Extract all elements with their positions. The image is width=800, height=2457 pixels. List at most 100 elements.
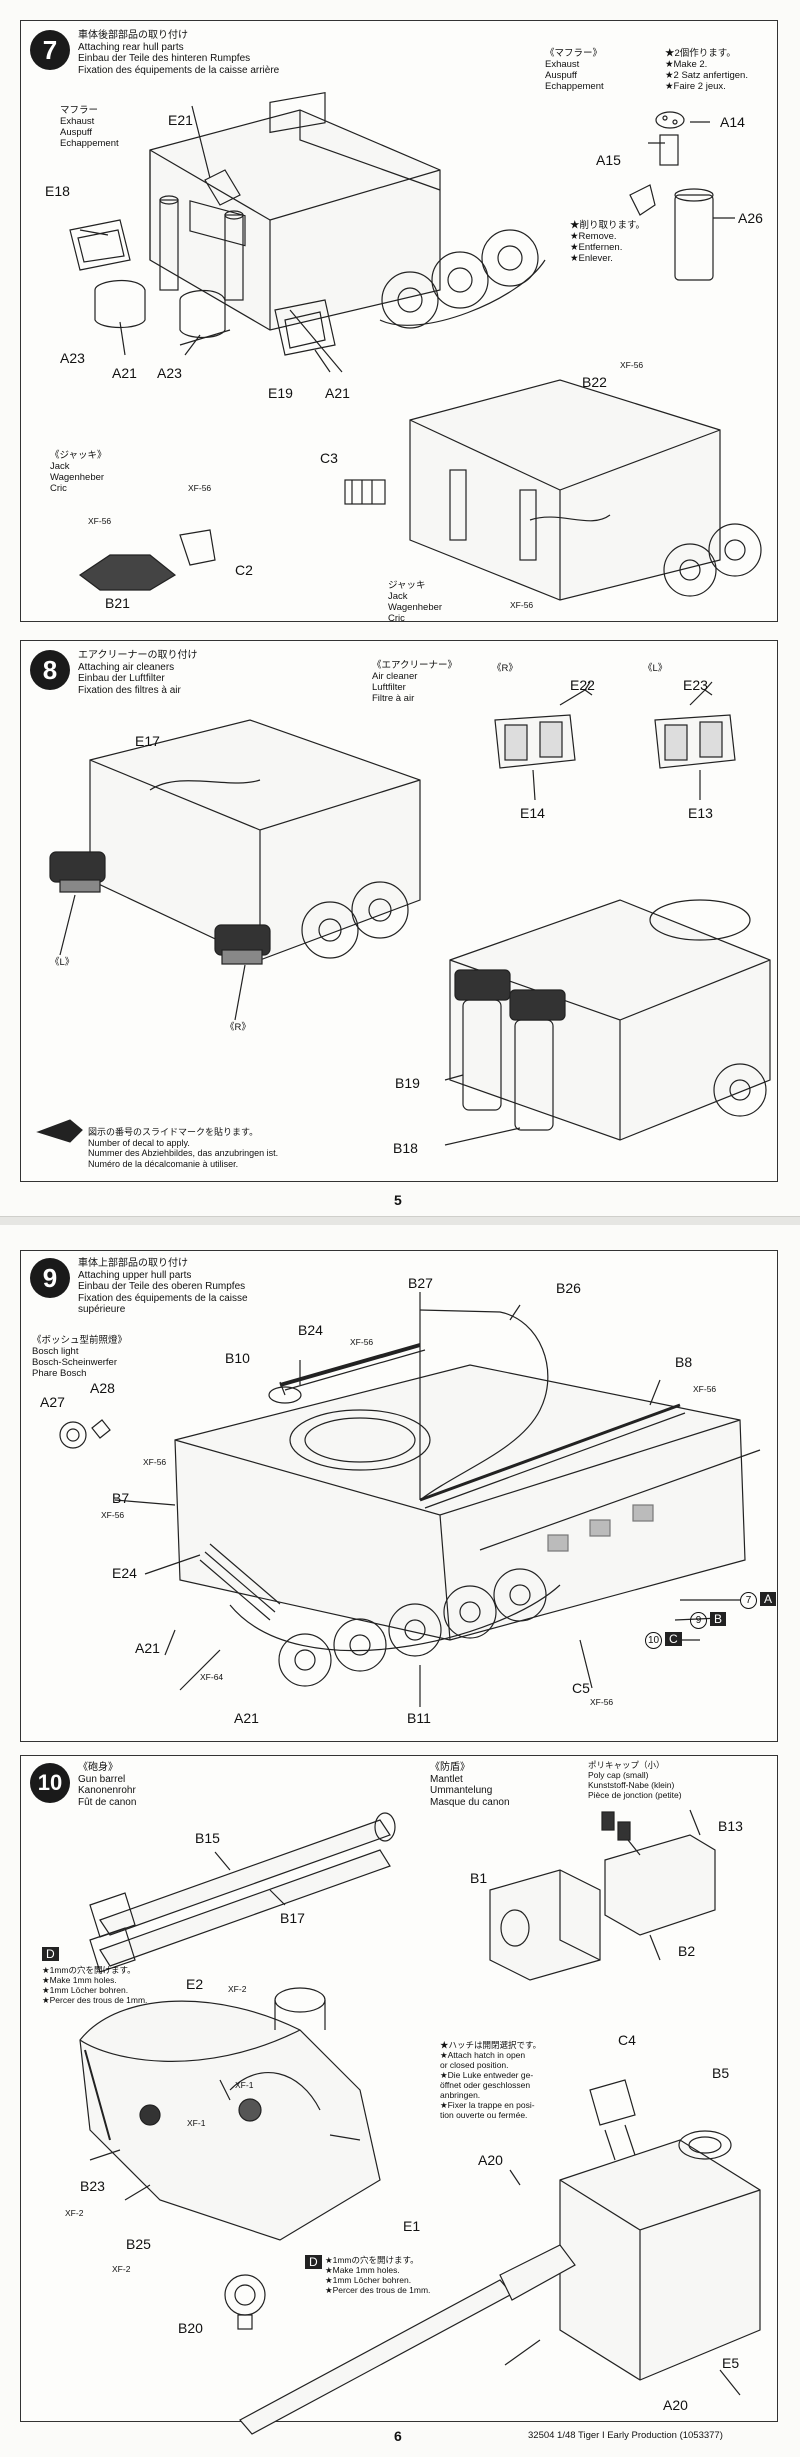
bosch-fr: Phare Bosch [32, 1368, 87, 1379]
paint-xf2-b23: XF-2 [65, 2208, 84, 2218]
paint-xf56-b8: XF-56 [693, 1384, 717, 1394]
muffler-jp: マフラー [60, 105, 99, 116]
part-b10: B10 [225, 1350, 250, 1366]
part-a21-right: A21 [325, 385, 350, 401]
part-b24: B24 [298, 1322, 323, 1338]
jack-jp: ジャッキ [388, 580, 426, 591]
hatch-fr-1: ★Fixer la trappe en posi- [440, 2100, 535, 2110]
barrel-de: Kanonenrohr [78, 1785, 136, 1796]
muffler-box-de: Auspuff [545, 70, 578, 81]
title-de: Einbau der Teile des hinteren Rumpfes [78, 53, 251, 64]
paint-xf1-center: XF-1 [235, 2080, 254, 2090]
paint-xf56-c2: XF-56 [188, 483, 212, 493]
remove-de: ★Entfernen. [570, 242, 623, 253]
part-a20-top: A20 [478, 2152, 503, 2168]
muffler-fr: Echappement [60, 138, 119, 149]
hatch-en-1: ★Attach hatch in open [440, 2050, 526, 2060]
part-a20-bottom: A20 [663, 2397, 688, 2413]
part-b23: B23 [80, 2178, 105, 2194]
decal-number-7: 7 [740, 1592, 757, 1609]
part-b20: B20 [178, 2320, 203, 2336]
barrel-jp: 《砲身》 [78, 1762, 118, 1773]
part-b5: B5 [712, 2065, 730, 2081]
muffler-en: Exhaust [60, 116, 95, 127]
remove-note: ★削り取ります。 ★Remove. ★Entfernen. ★Enlever. [570, 220, 645, 264]
step-7-hull-rear-drawing [69, 91, 762, 601]
bosch-de: Bosch-Scheinwerfer [32, 1357, 118, 1368]
paint-xf56-b22: XF-56 [620, 360, 644, 370]
decal-fr: Numéro de la décalcomanie à utiliser. [88, 1158, 239, 1169]
paint-xf2-b25: XF-2 [112, 2264, 131, 2274]
part-e18: E18 [45, 183, 70, 199]
polycap-de: Kunststoff-Nabe (klein) [588, 1780, 675, 1790]
part-b19: B19 [395, 1075, 420, 1091]
bosch-en: Bosch light [32, 1346, 79, 1357]
paint-xf56-hull: XF-56 [510, 600, 534, 610]
holes-en-2: ★Make 1mm holes. [325, 2265, 400, 2275]
decal-legend: 図示の番号のスライドマークを貼ります。 Number of decal to a… [88, 1127, 278, 1169]
title-fr-2: supérieure [78, 1304, 126, 1315]
muffler-box-jp: 《マフラー》 [545, 48, 603, 59]
part-e2: E2 [186, 1976, 204, 1992]
jack-fr: Cric [388, 613, 405, 624]
jack-title-en: Jack [50, 461, 70, 472]
paint-xf56-b7a: XF-56 [143, 1457, 167, 1467]
step-8-title: エアクリーナーの取り付け Attaching air cleaners Einb… [78, 650, 198, 696]
part-b22: B22 [582, 374, 607, 390]
make2-de: ★2 Satz anfertigen. [665, 70, 748, 81]
part-b1: B1 [470, 1870, 488, 1886]
holes-note-bottom: D ★1mmの穴を開けます。 ★Make 1mm holes. ★1mm Löc… [305, 2255, 430, 2295]
decal-number-10: 10 [645, 1632, 662, 1649]
step-7-number: 7 [30, 30, 70, 70]
hatch-note: ★ハッチは開閉選択です。 ★Attach hatch in open or cl… [440, 2040, 541, 2120]
part-b26: B26 [556, 1280, 581, 1296]
part-a23-left: A23 [60, 350, 85, 366]
air-cleaner-r-heading: 《R》 [492, 663, 518, 674]
barrel-fr: Fût de canon [78, 1796, 137, 1808]
part-b8: B8 [675, 1354, 693, 1370]
part-c3: C3 [320, 450, 338, 466]
part-e24: E24 [112, 1565, 137, 1581]
part-b27: B27 [408, 1275, 433, 1291]
title-jp: 車体後部部品の取り付け [78, 30, 188, 41]
paint-xf56-b7b: XF-56 [101, 1510, 125, 1520]
part-e22: E22 [570, 677, 595, 693]
part-b25: B25 [126, 2236, 151, 2252]
title-fr: Fixation des équipements de la caisse ar… [78, 64, 280, 76]
d-marker-bottom: D [305, 2255, 322, 2269]
paint-xf64: XF-64 [200, 1672, 224, 1682]
decal-jp: 図示の番号のスライドマークを貼ります。 [88, 1127, 259, 1137]
make2-fr: ★Faire 2 jeux. [665, 81, 726, 92]
decal-en: Number of decal to apply. [88, 1137, 190, 1148]
paint-xf56-jack: XF-56 [88, 516, 112, 526]
make2-en: ★Make 2. [665, 59, 708, 70]
part-e23: E23 [683, 677, 708, 693]
jack-title-fr: Cric [50, 483, 67, 494]
bosch-jp: 《ボッシュ型前照燈》 [32, 1335, 128, 1346]
make2-jp: ★2個作ります。 [665, 48, 736, 59]
muffler-label: マフラー Exhaust Auspuff Echappement [60, 105, 119, 149]
decal-number-9: 9 [690, 1612, 707, 1629]
title-fr: Fixation des filtres à air [78, 684, 181, 696]
holes-jp: ★1mmの穴を開けます。 [42, 1965, 136, 1975]
title-de: Einbau der Teile des oberen Rumpfes [78, 1281, 246, 1292]
decal-letter-b: B [710, 1612, 727, 1626]
hatch-fr-2: tion ouverte ou fermée. [440, 2110, 528, 2120]
holes-note-text: ★1mmの穴を開けます。 ★Make 1mm holes. ★1mm Löche… [42, 1965, 147, 2005]
part-a14: A14 [720, 114, 745, 130]
muffler-box-fr: Echappement [545, 81, 604, 92]
title-jp: 車体上部部品の取り付け [78, 1258, 188, 1269]
d-marker-top: D [42, 1947, 59, 1961]
decal-de: Nummer des Abziehbildes, das anzubringen… [88, 1148, 279, 1158]
poly-cap-note: ポリキャップ（小） Poly cap (small) Kunststoff-Na… [588, 1760, 682, 1800]
mantlet-jp: 《防盾》 [430, 1762, 470, 1773]
part-a28: A28 [90, 1380, 115, 1396]
holes-note-text-2: ★1mmの穴を開けます。 ★Make 1mm holes. ★1mm Löche… [325, 2255, 430, 2295]
page-number-5: 5 [394, 1192, 402, 1208]
gun-barrel-title: 《砲身》 Gun barrel Kanonenrohr Fût de canon [78, 1762, 136, 1808]
part-e1: E1 [403, 2218, 421, 2234]
holes-de-2: ★1mm Löcher bohren. [325, 2275, 412, 2285]
